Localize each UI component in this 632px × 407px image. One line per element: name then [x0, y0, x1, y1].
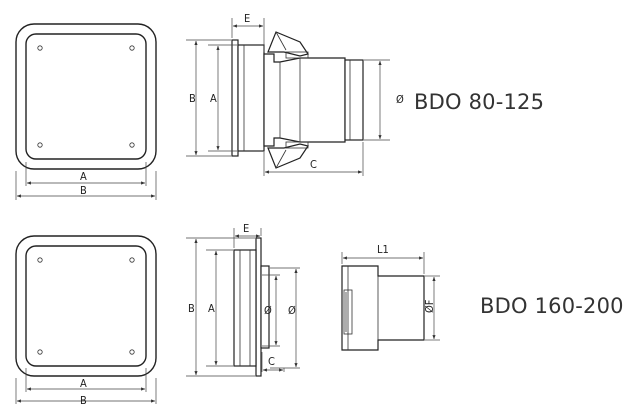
model-label-top: BDO 80-125	[414, 90, 545, 114]
model-label-bottom: BDO 160-200	[480, 294, 624, 318]
bottom-front-view: A B	[15, 235, 157, 407]
top-side-dim-diameter: Ø	[396, 93, 404, 106]
bottom-adapter-dim-diameter: ØF	[423, 299, 436, 313]
top-side-dim-e: E	[244, 12, 250, 25]
bottom-front-dim-b: B	[80, 394, 87, 407]
bottom-adapter-view: L1 ØF	[341, 243, 440, 351]
top-front-dim-a: A	[80, 170, 87, 183]
bottom-adapter-dim-l1: L1	[377, 243, 389, 256]
bottom-side-dim-c: C	[268, 355, 275, 368]
top-side-dim-b: B	[189, 92, 196, 105]
bottom-front-dim-a: A	[80, 377, 87, 390]
bottom-side-dim-a: A	[208, 302, 215, 315]
top-front-dim-b: B	[80, 184, 87, 197]
top-side-dim-c: C	[310, 158, 317, 171]
bottom-side-dim-diameter-inner: Ø	[264, 304, 272, 317]
bottom-side-view: E B A Ø Ø C	[186, 222, 300, 377]
bottom-side-dim-e: E	[243, 222, 249, 235]
top-side-dim-a: A	[210, 92, 217, 105]
top-front-view: A B	[15, 23, 157, 200]
bottom-side-dim-diameter-outer: Ø	[288, 304, 296, 317]
top-side-view: E B A C Ø	[186, 12, 404, 176]
bottom-side-dim-b: B	[188, 302, 195, 315]
